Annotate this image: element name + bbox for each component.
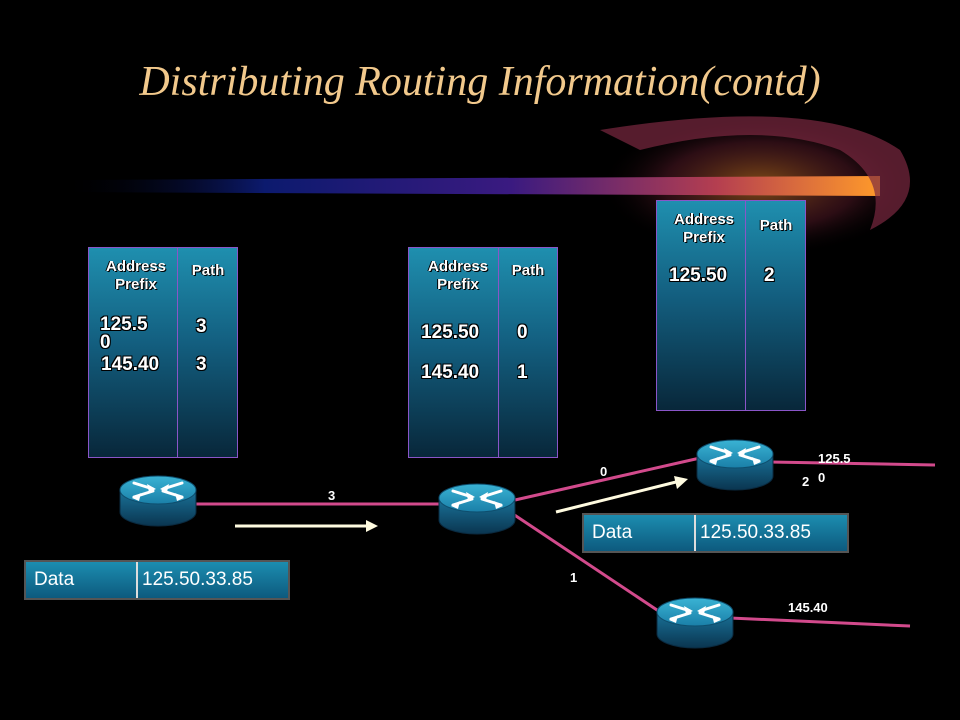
routers xyxy=(119,439,774,649)
cell-path: 0 xyxy=(517,322,528,343)
network-label-bottom: 145.40 xyxy=(788,600,828,615)
cell-prefix: 145.40 xyxy=(421,362,480,383)
packet-data-field: Data xyxy=(584,515,696,551)
cell-prefix: 125.50 xyxy=(669,265,728,286)
routing-table-left: Address Prefix Path 125.5 0 3 145.40 3 xyxy=(88,247,238,458)
header-path: Path xyxy=(191,262,225,279)
cell-path: 1 xyxy=(517,362,528,383)
routing-table-middle: Address Prefix Path 125.50 0 145.40 1 xyxy=(408,247,558,458)
router-icon xyxy=(696,439,774,491)
packet-second: Data 125.50.33.85 xyxy=(582,513,849,553)
header-path: Path xyxy=(511,262,545,279)
link-middle-top xyxy=(514,456,701,502)
cell-prefix: 125.5 0 xyxy=(100,314,148,353)
network-links xyxy=(195,456,936,628)
header-path: Path xyxy=(759,217,793,234)
router-middle xyxy=(438,483,516,535)
packet-first: Data 125.50.33.85 xyxy=(24,560,290,600)
packet-data-field: Data xyxy=(26,562,138,598)
cell-prefix: 125.50 xyxy=(421,322,480,343)
router-left xyxy=(119,475,197,527)
packet-address-field: 125.50.33.85 xyxy=(696,515,847,551)
router-icon xyxy=(438,483,516,535)
header-address-prefix: Address Prefix xyxy=(673,211,735,246)
routing-table-right: Address Prefix Path 125.50 2 xyxy=(656,200,806,411)
cell-path: 2 xyxy=(764,265,775,286)
port-label-top-router: 2 xyxy=(802,474,810,489)
header-address-prefix: Address Prefix xyxy=(105,258,167,293)
router-icon xyxy=(119,475,197,527)
link-label-middle-bottom: 1 xyxy=(570,570,578,585)
router-top xyxy=(696,439,774,491)
link-label-left-middle: 3 xyxy=(328,488,336,503)
link-middle-bottom xyxy=(509,510,661,614)
router-bottom xyxy=(656,597,734,649)
cell-path: 3 xyxy=(196,354,207,375)
direction-arrows xyxy=(235,476,688,532)
link-label-middle-top: 0 xyxy=(600,464,608,479)
cell-prefix: 145.40 xyxy=(101,354,160,375)
slide-title: Distributing Routing Information(contd) xyxy=(139,59,821,105)
network-label-top: 125.5 0 xyxy=(818,451,851,485)
packet-address-field: 125.50.33.85 xyxy=(138,562,288,598)
cell-path: 3 xyxy=(196,316,207,337)
header-address-prefix: Address Prefix xyxy=(427,258,489,293)
network-segment-bottom xyxy=(729,616,911,628)
network-segment-top xyxy=(769,460,936,467)
router-icon xyxy=(656,597,734,649)
